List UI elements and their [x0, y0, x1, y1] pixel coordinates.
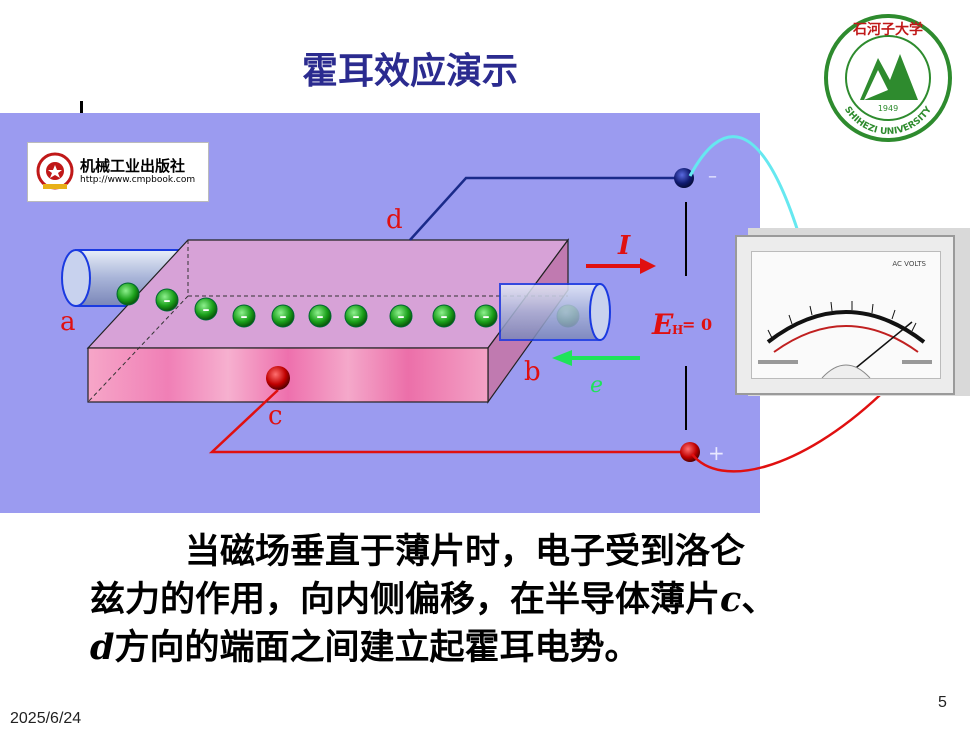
- plus-sign: +: [708, 441, 725, 465]
- university-logo-icon: 1949 石河子大学 SHIHEZI UNIVERSITY: [824, 14, 952, 142]
- minus-sign: –: [708, 166, 717, 187]
- label-b: b: [524, 357, 541, 387]
- voltmeter: AC VOLTS: [735, 235, 955, 395]
- explanation-paragraph: 当磁场垂直于薄片时，电子受到洛仑 兹力的作用，向内侧偏移，在半导体薄片c、 d方…: [90, 528, 940, 672]
- slide-date: 2025/6/24: [10, 710, 82, 727]
- label-electron: e: [590, 373, 603, 398]
- blue-wire: [409, 176, 684, 241]
- current-arrow: [586, 258, 656, 274]
- red-wire: [208, 389, 690, 454]
- hall-effect-demo: – – – – – – – – –: [0, 113, 760, 513]
- svg-text:–: –: [317, 309, 324, 325]
- terminal-plus: [680, 442, 700, 462]
- svg-text:–: –: [441, 309, 448, 325]
- label-a: a: [60, 307, 76, 337]
- terminal-minus: [674, 168, 694, 188]
- slide-title: 霍耳效应演示: [301, 51, 518, 92]
- svg-text:–: –: [241, 309, 248, 325]
- publisher-name: 机械工业出版社: [80, 157, 186, 175]
- label-d: d: [386, 205, 403, 235]
- svg-text:–: –: [353, 309, 360, 325]
- demo-diagram: – – – – – – – – –: [60, 166, 725, 465]
- label-EH-value: = 0: [682, 315, 712, 334]
- svg-text:–: –: [164, 293, 171, 309]
- publisher-emblem-icon: [36, 152, 74, 190]
- paragraph-line-3: d方向的端面之间建立起霍耳电势。: [90, 627, 640, 668]
- label-EH-sub: H: [672, 323, 683, 337]
- svg-text:–: –: [398, 309, 405, 325]
- text-cursor: [80, 101, 83, 115]
- meter-scale: [758, 301, 932, 379]
- label-current: I: [617, 231, 631, 261]
- right-electrode-tube: [499, 283, 611, 341]
- svg-text:–: –: [280, 309, 287, 325]
- paragraph-line-1: 当磁场垂直于薄片时，电子受到洛仑: [185, 531, 746, 572]
- label-c: c: [268, 401, 283, 431]
- publisher-logo: 机械工业出版社 http://www.cmpbook.com: [27, 142, 209, 202]
- svg-text:–: –: [203, 302, 210, 318]
- svg-text:–: –: [483, 309, 490, 325]
- publisher-url: http://www.cmpbook.com: [80, 175, 196, 185]
- svg-text:1949: 1949: [878, 104, 898, 113]
- label-EH: E: [651, 308, 674, 341]
- paragraph-line-2: 兹力的作用，向内侧偏移，在半导体薄片c、: [90, 579, 777, 620]
- electron-arrow: [552, 350, 640, 366]
- electron-row: – – – – – – – – –: [116, 282, 580, 328]
- page-number: 5: [938, 694, 947, 711]
- terminal-c: [266, 366, 290, 390]
- meter-label: AC VOLTS: [892, 260, 926, 268]
- meter-face: AC VOLTS: [751, 251, 941, 379]
- svg-text:石河子大学: 石河子大学: [852, 21, 923, 38]
